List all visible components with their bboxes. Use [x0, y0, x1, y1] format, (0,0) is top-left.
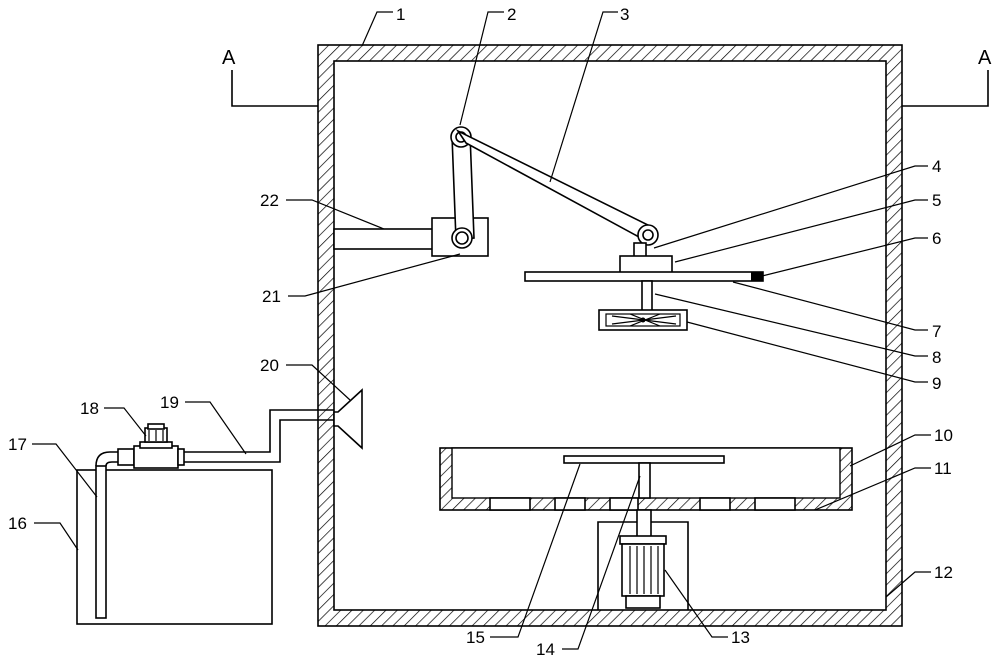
housing-wall [317, 44, 903, 627]
callout-labels: 1 2 3 4 5 6 7 8 9 10 11 12 13 14 15 16 1… [8, 5, 953, 659]
callout-22: 22 [260, 191, 279, 210]
callout-13: 13 [731, 628, 750, 647]
callout-7: 7 [932, 322, 941, 341]
callout-2: 2 [507, 5, 516, 24]
callout-12: 12 [934, 563, 953, 582]
callout-3: 3 [620, 5, 629, 24]
callout-6: 6 [932, 229, 941, 248]
callout-16: 16 [8, 514, 27, 533]
section-label-right: A [978, 47, 992, 69]
callout-4: 4 [932, 157, 941, 176]
callout-1: 1 [396, 5, 405, 24]
section-label-left: A [222, 47, 236, 69]
callout-15: 15 [466, 628, 485, 647]
callout-9: 9 [932, 374, 941, 393]
head-assembly [524, 242, 764, 331]
section-marker-left: A [222, 47, 318, 107]
rotation-motor [597, 509, 689, 610]
callout-21: 21 [262, 287, 281, 306]
callout-19: 19 [160, 393, 179, 412]
water-tank [76, 409, 334, 625]
callout-20: 20 [260, 356, 279, 375]
callout-10: 10 [934, 426, 953, 445]
callout-8: 8 [932, 348, 941, 367]
callout-5: 5 [932, 191, 941, 210]
callout-18: 18 [80, 399, 99, 418]
diagonal-link [455, 128, 659, 246]
callout-17: 17 [8, 435, 27, 454]
leader-lines [32, 11, 931, 650]
callout-11: 11 [934, 459, 952, 478]
callout-14: 14 [536, 640, 555, 659]
section-marker-right: A [902, 47, 992, 107]
tray [439, 447, 853, 511]
spray-nozzle [333, 388, 363, 450]
